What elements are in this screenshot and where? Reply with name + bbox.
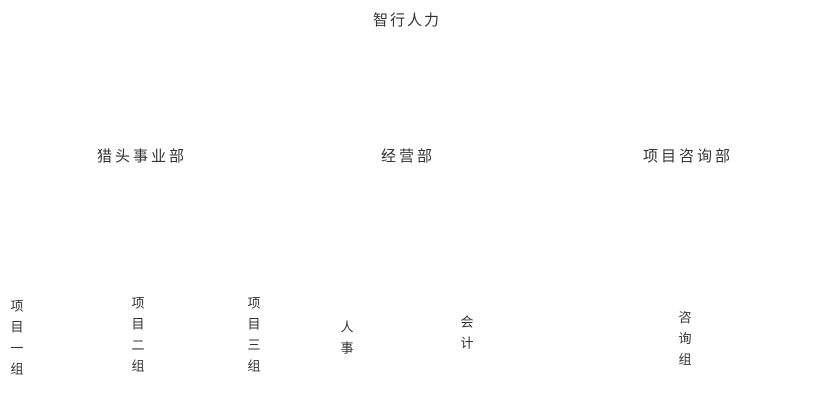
team-node-project-group-2[interactable]: 项目二组: [129, 296, 145, 380]
team-node-hr[interactable]: 人事: [338, 320, 354, 362]
team-node-consulting-group[interactable]: 咨询组: [676, 310, 692, 374]
dept-node-headhunting[interactable]: 猎头事业部: [96, 148, 188, 165]
dept-node-project-consulting[interactable]: 项目咨询部: [642, 148, 734, 165]
team-node-project-group-3[interactable]: 项目三组: [245, 296, 261, 380]
root-node-company[interactable]: 智行人力: [372, 12, 442, 29]
dept-node-operations[interactable]: 经营部: [380, 148, 436, 165]
team-node-accounting[interactable]: 会计: [458, 315, 474, 357]
team-node-project-group-1[interactable]: 项目一组: [8, 299, 24, 383]
